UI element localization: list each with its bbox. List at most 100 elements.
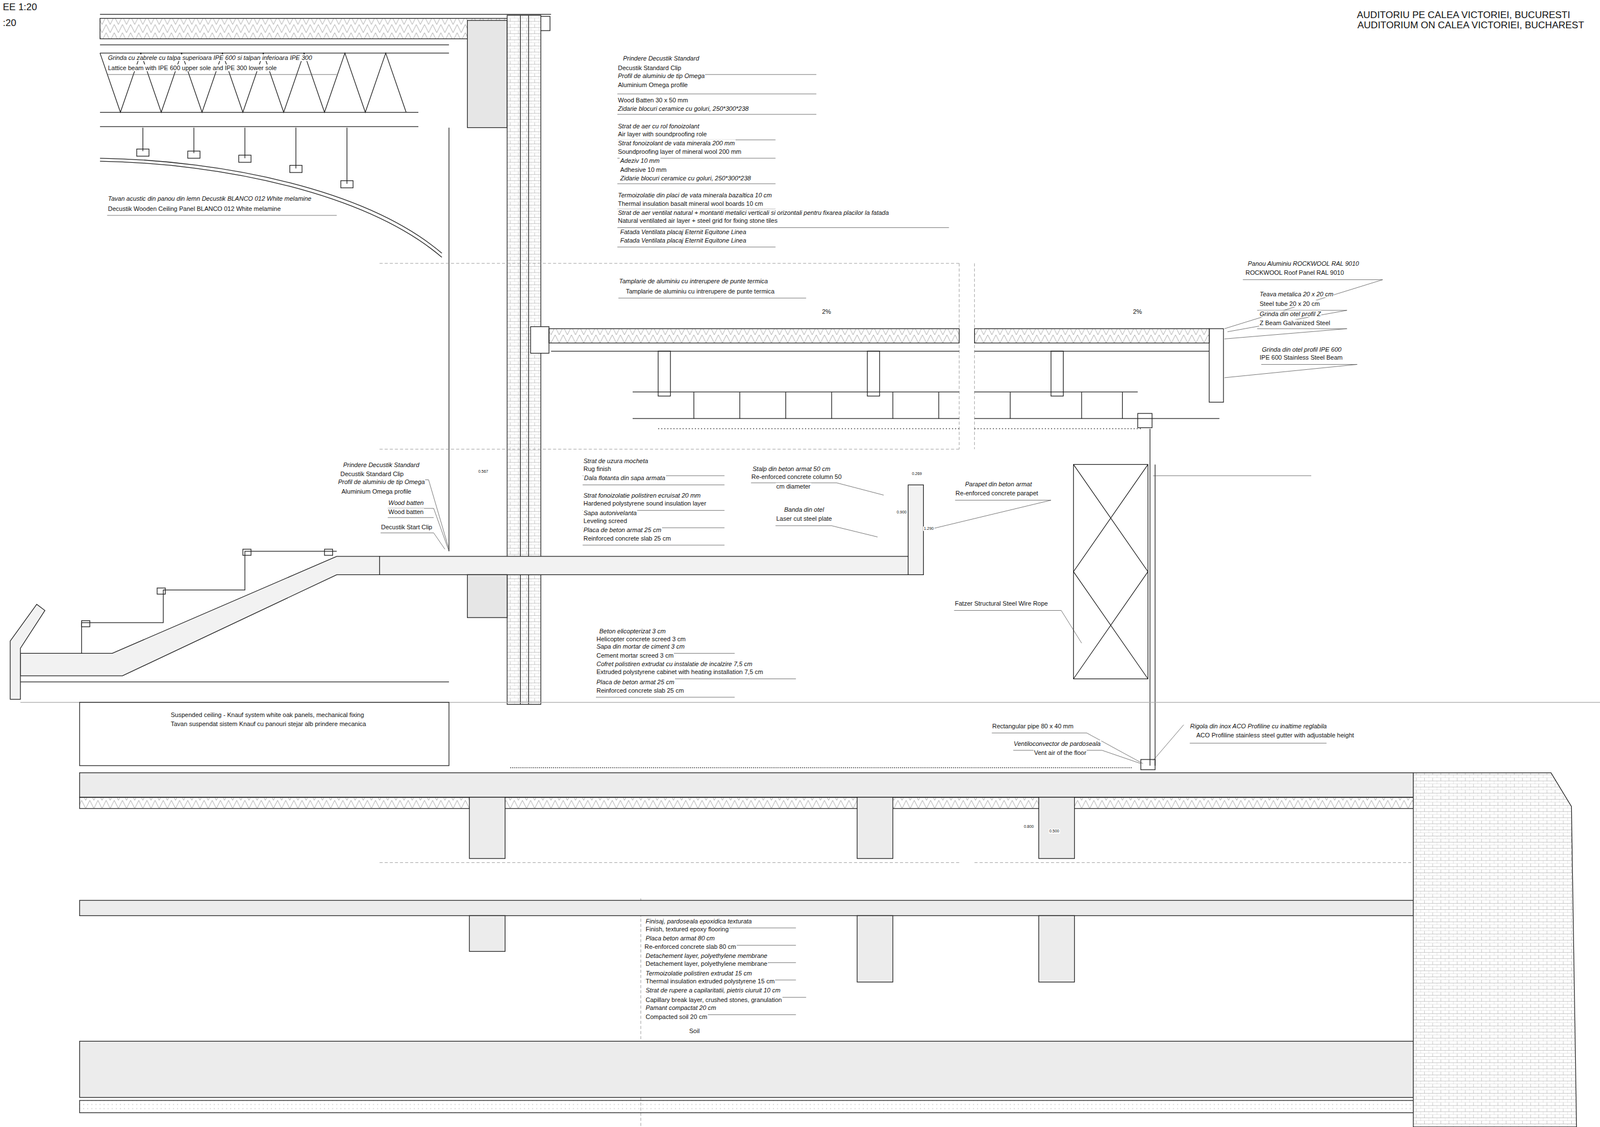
annotation-label: Zidarie blocuri ceramice cu goluri, 250*…: [619, 174, 752, 182]
ground-floor: [79, 772, 1577, 1127]
annotation-label: IPE 600 Stainless Steel Beam: [1259, 353, 1344, 361]
annotation-label: Decustik Wooden Ceiling Panel BLANCO 012…: [107, 205, 282, 213]
annotation-label: Termoizolatie din placi de vata minerala…: [617, 191, 773, 199]
annotation-label: Prindere Decustik Standard: [622, 54, 700, 62]
annotation-label: Teava metalica 20 x 20 cm: [1259, 290, 1334, 298]
annotation-label: Strat fonoizolant de vata minerala 200 m…: [617, 139, 736, 147]
annotation-label: Decustik Standard Clip: [617, 64, 682, 72]
annotation-label: Soundproofing layer of mineral wool 200 …: [617, 148, 742, 155]
annotation-label: Parapet din beton armat: [964, 480, 1033, 488]
annotation-label: Reinforced concrete slab 25 cm: [582, 534, 672, 542]
annotation-label: Panou Aluminiu ROCKWOOL RAL 9010: [1247, 260, 1360, 267]
annotation-label: Tamplarie de aluminiu cu intrerupere de …: [625, 287, 776, 295]
annotation-label: Helicopter concrete screed 3 cm: [595, 635, 687, 643]
annotation-label: Extruded polystyrene cabinet with heatin…: [595, 668, 764, 676]
annotation-label: ACO Profiline stainless steel gutter wit…: [1195, 731, 1355, 739]
annotation-label: Profil de aluminiu de tip Omega: [617, 72, 706, 80]
annotation-label: Finish, textured epoxy flooring: [645, 925, 730, 933]
annotation-label: Placa beton armat 80 cm: [645, 934, 716, 942]
annotation-label: Air layer with soundproofing role: [617, 130, 708, 138]
wall: [467, 15, 549, 705]
auditorium-floor: [10, 464, 1600, 770]
annotation-label: Adeziv 10 mm: [619, 157, 661, 164]
annotation-label: Laser cut steel plate: [775, 515, 833, 522]
leader-lines: [107, 74, 1383, 1015]
annotation-label: Grinda din otel profil Z: [1259, 310, 1322, 318]
annotation-label: Strat de uzura mocheta: [582, 457, 649, 465]
annotation-label: Placa de beton armat 25 cm: [582, 526, 663, 534]
annotation-label: 2%: [1132, 308, 1143, 315]
annotation-label: Cement mortar screed 3 cm: [595, 651, 674, 659]
annotation-label: cm diameter: [775, 482, 812, 490]
annotation-label: Steel tube 20 x 20 cm: [1259, 300, 1321, 307]
annotation-label: 0.900: [896, 509, 908, 515]
annotation-label: Natural ventilated air layer + steel gri…: [617, 217, 778, 224]
annotation-label: 0.567: [477, 469, 490, 474]
annotation-label: Dala flotanta din sapa armata: [583, 474, 667, 482]
annotation-label: Aluminium Omega profile: [340, 487, 413, 495]
annotation-label: Rectangular pipe 80 x 40 mm: [991, 722, 1075, 730]
annotation-label: Sapa autonivelanta: [582, 509, 638, 517]
annotation-label: Profil de aluminiu de tip Omega: [337, 478, 426, 486]
roof-top: [100, 14, 552, 552]
annotation-label: Decustik Start Clip: [380, 523, 433, 531]
annotation-label: Vent air of the floor: [1033, 749, 1087, 756]
annotation-label: Termoizolatie polistiren extrudat 15 cm: [645, 969, 753, 977]
annotation-label: Beton elicopterizat 3 cm: [598, 627, 667, 635]
annotation-label: Capillary break layer, crushed stones, g…: [645, 996, 783, 1003]
annotation-label: Compacted soil 20 cm: [645, 1013, 708, 1020]
annotation-label: Aluminium Omega profile: [617, 81, 689, 89]
annotation-label: Finisaj, pardoseala epoxidica texturata: [645, 917, 753, 925]
annotation-label: Z Beam Galvanized Steel: [1259, 319, 1331, 327]
annotation-label: :20: [2, 18, 17, 29]
annotation-label: Grinda din otel profil IPE 600: [1261, 346, 1343, 353]
annotation-label: 1.290: [923, 526, 935, 531]
annotation-label: Thermal insulation extruded polystyrene …: [645, 977, 776, 985]
annotation-label: Ventiloconvector de pardoseala: [1013, 740, 1102, 747]
annotation-label: Placa de beton armat 25 cm: [595, 678, 676, 686]
annotation-label: Reinforced concrete slab 25 cm: [595, 686, 685, 694]
annotation-label: Sapa din mortar de ciment 3 cm: [595, 642, 686, 650]
annotation-label: Wood batten: [387, 508, 425, 516]
annotation-label: Tavan suspendat sistem Knauf cu panouri …: [170, 720, 367, 728]
annotation-label: Decustik Standard Clip: [339, 470, 405, 478]
annotation-label: Wood Batten 30 x 50 mm: [617, 96, 689, 104]
guide-lines: [379, 263, 1413, 1127]
annotation-label: Re-enforced concrete column 50: [750, 473, 843, 480]
annotation-label: Suspended ceiling - Knauf system white o…: [170, 711, 365, 719]
annotation-label: Fatada Ventilata placaj Eternit Equitone…: [619, 236, 747, 244]
annotation-label: 0.269: [911, 471, 923, 477]
annotation-label: Zidarie blocuri ceramice cu goluri, 250*…: [617, 105, 750, 112]
annotation-label: Fatzer Structural Steel Wire Rope: [954, 599, 1049, 607]
annotation-label: Tavan acustic din panou din lemn Decusti…: [107, 195, 313, 202]
annotation-label: Hardened polystyrene sound insulation la…: [582, 499, 707, 507]
annotation-label: Detachement layer, polyethylene membrane: [645, 952, 768, 959]
annotation-label: Strat fonoizolatie polistiren ecruisat 2…: [582, 491, 702, 499]
annotation-label: Wood batten: [387, 499, 425, 507]
annotation-label: Strat de aer cu rol fonoizolant: [617, 122, 700, 130]
annotation-label: AUDITORIUM ON CALEA VICTORIEI, BUCHAREST: [1356, 20, 1585, 32]
annotation-label: Cofret polistiren extrudat cu instalatie…: [595, 660, 754, 668]
annotation-label: Thermal insulation basalt mineral wool b…: [617, 200, 764, 207]
annotation-label: 0.800: [1023, 824, 1035, 829]
annotation-label: Rigola din inox ACO Profiline cu inaltim…: [1189, 722, 1328, 730]
annotation-label: ROCKWOOL Roof Panel RAL 9010: [1244, 269, 1345, 276]
annotation-label: Banda din otel: [783, 506, 825, 513]
annotation-label: Lattice beam with IPE 600 upper sole and…: [107, 64, 278, 72]
annotation-label: Re-enforced concrete parapet: [954, 489, 1039, 497]
annotation-label: Leveling screed: [582, 517, 628, 525]
annotation-label: EE 1:20: [2, 2, 38, 14]
annotation-label: Grinda cu zabrele cu talpa superioara IP…: [107, 54, 313, 62]
upper-roof: [548, 328, 1224, 766]
annotation-label: Prindere Decustik Standard: [342, 461, 421, 469]
annotation-label: Fatada Ventilata placaj Eternit Equitone…: [619, 228, 747, 236]
annotation-label: 2%: [821, 308, 832, 315]
annotation-label: Strat de rupere a capilaritatii, pietris…: [645, 986, 781, 994]
annotation-label: 0.500: [1048, 828, 1061, 834]
annotation-label: Pamant compactat 20 cm: [645, 1004, 717, 1011]
annotation-label: Stalp din beton armat 50 cm: [751, 465, 832, 473]
drawing-title: AUDITORIU PE CALEA VICTORIEI, BUCURESTI: [1356, 10, 1571, 21]
annotation-label: Detachement layer, polyethylene membrane: [645, 960, 768, 967]
annotation-label: Re-enforced concrete slab 80 cm: [643, 943, 737, 950]
